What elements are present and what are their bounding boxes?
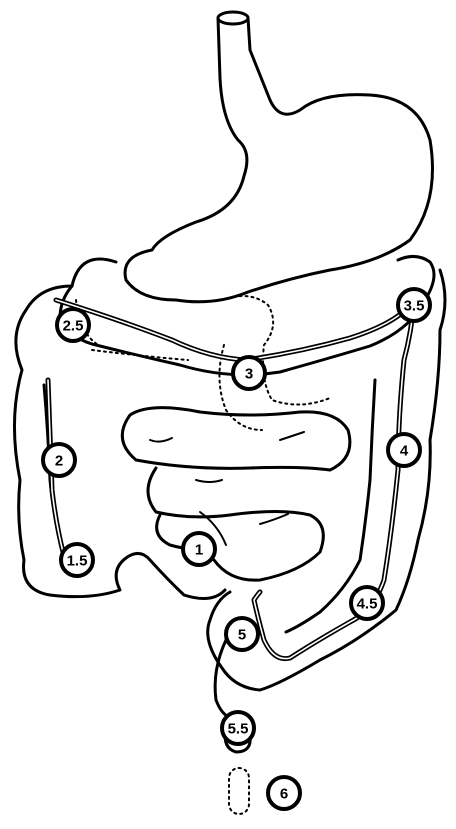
marker-3-5: 3.5 [398, 289, 430, 321]
marker-2-label: 2 [55, 453, 63, 470]
marker-5-label: 5 [238, 627, 246, 644]
marker-3-label: 3 [245, 366, 253, 383]
marker-1: 1 [183, 533, 215, 565]
marker-1-5-label: 1.5 [67, 553, 88, 570]
marker-5: 5 [226, 618, 258, 650]
stomach-and-esophagus [125, 12, 432, 302]
marker-4-5-label: 4.5 [357, 596, 378, 613]
marker-3: 3 [233, 357, 265, 389]
marker-2: 2 [43, 444, 75, 476]
marker-4-label: 4 [400, 443, 409, 460]
marker-5-5: 5.5 [222, 712, 254, 744]
marker-4: 4 [388, 434, 420, 466]
marker-2-5-label: 2.5 [63, 318, 84, 335]
marker-1-label: 1 [195, 542, 203, 559]
marker-4-5: 4.5 [351, 587, 383, 619]
marker-1-5: 1.5 [61, 544, 93, 576]
marker-5-5-label: 5.5 [228, 721, 249, 738]
marker-2-5: 2.5 [57, 309, 89, 341]
marker-6: 6 [268, 777, 300, 809]
marker-6-label: 6 [280, 786, 288, 803]
marker-3-5-label: 3.5 [404, 298, 425, 315]
